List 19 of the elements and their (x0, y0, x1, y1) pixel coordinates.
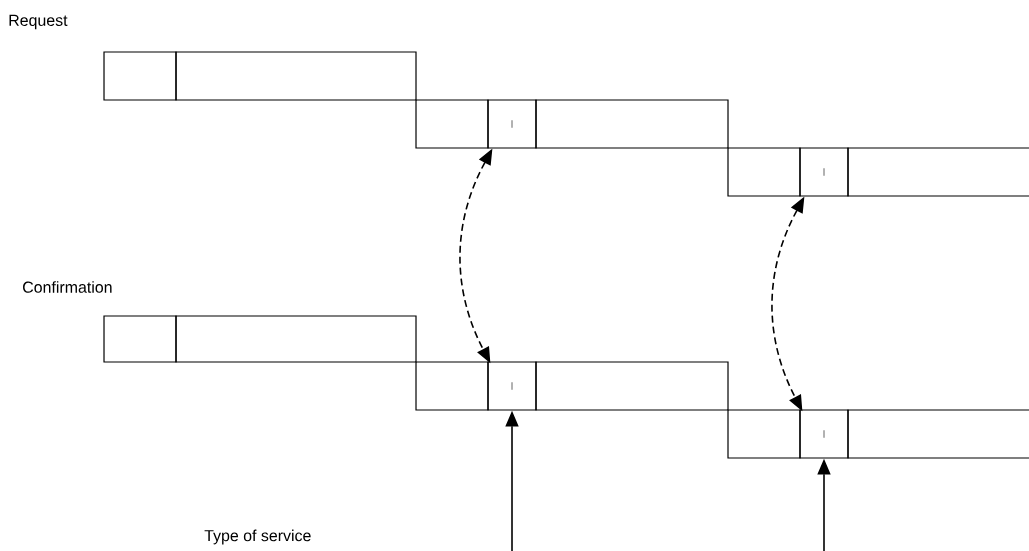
frame-cell (415, 99, 489, 149)
field-cell: I (487, 99, 537, 149)
frame-cell (727, 147, 801, 197)
frame-cell (103, 315, 177, 363)
field-cell: I (799, 147, 849, 197)
frame-cell (103, 51, 177, 101)
frame-cell (535, 99, 729, 149)
frame-cell (847, 409, 1029, 459)
side-label: Request (9, 14, 68, 30)
field-cell: I (799, 409, 849, 459)
frame-cell (847, 147, 1029, 197)
frame-cell (175, 51, 417, 101)
side-label: Confirmation (23, 281, 112, 293)
frame-cell (415, 361, 489, 411)
field-cell: I (487, 361, 537, 411)
frame-cell (175, 315, 417, 363)
frame-cell (535, 361, 729, 411)
frame-cell (727, 409, 801, 459)
side-label: Type of service (204, 529, 311, 545)
